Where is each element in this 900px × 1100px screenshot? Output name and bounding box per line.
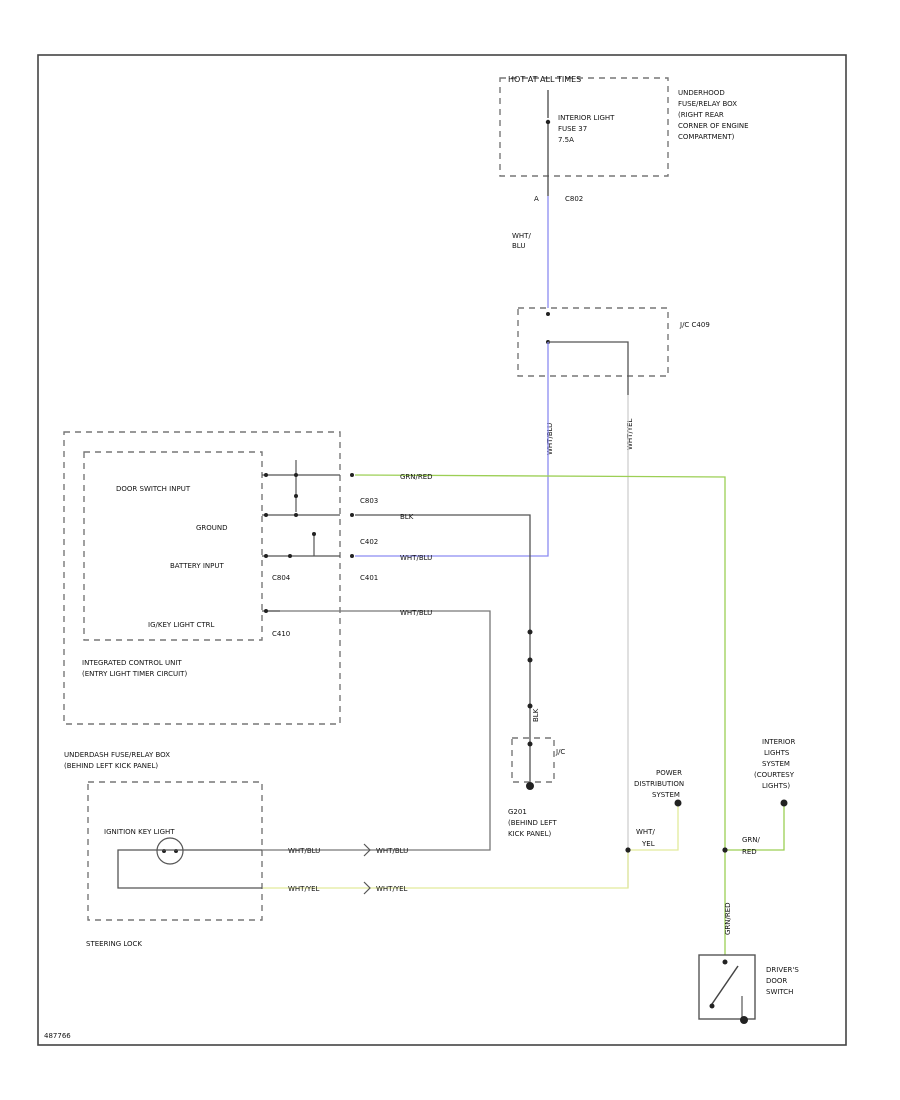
jc-pin-top xyxy=(546,312,550,316)
wht-blu-key-label-b: WHT/BLU xyxy=(376,847,408,855)
door-switch-input-label: DOOR SWITCH INPUT xyxy=(116,485,191,493)
ignition-key-light-label: IGNITION KEY LIGHT xyxy=(104,828,175,836)
grn-red-left-label: GRN/ RED xyxy=(742,836,762,856)
interior-lights-terminal xyxy=(780,799,788,807)
wht-blu-key-label-a: WHT/BLU xyxy=(288,847,320,855)
diagram-frame xyxy=(37,54,847,1046)
jc-label: J/C xyxy=(555,748,565,756)
underdash-box-label: UNDERDASH FUSE/RELAY BOX (BEHIND LEFT KI… xyxy=(64,751,172,770)
wht-yel-wire-lower xyxy=(262,850,629,889)
jc-ground-dot-top xyxy=(527,741,533,747)
blk-splice-mid xyxy=(527,657,533,663)
wht-yel-key-label-a: WHT/YEL xyxy=(288,885,320,893)
connector-c802-label: C802 xyxy=(565,195,583,203)
door-switch-bottom-contact xyxy=(709,1003,715,1009)
wht-blu-igkey-label: WHT/BLU xyxy=(400,609,432,617)
diagram-id: 487766 xyxy=(44,1032,71,1040)
power-distribution-wire xyxy=(628,805,679,851)
ground-label: GROUND xyxy=(196,524,228,532)
wht-yel-pd-label: WHT/ YEL xyxy=(636,828,657,848)
interior-lights-label: INTERIOR LIGHTS SYSTEM (COURTESY LIGHTS) xyxy=(754,738,798,790)
jc-ground-box xyxy=(511,737,555,783)
icu-pin-stubs xyxy=(262,460,340,612)
jc-internal-wire xyxy=(548,341,629,395)
key-light-internal-wire xyxy=(117,849,262,889)
connector-c803-label: C803 xyxy=(360,497,378,505)
power-distribution-label: POWER DISTRIBUTION SYSTEM xyxy=(634,769,686,799)
drivers-door-switch-label: DRIVER'S DOOR SWITCH xyxy=(766,966,801,996)
connector-c402-label: C402 xyxy=(360,538,378,546)
pin-a-label: A xyxy=(534,195,539,203)
wht-blu-vert-label: WHT/BLU xyxy=(546,423,554,455)
blk-label: BLK xyxy=(400,513,414,521)
grn-red-vert-label: GRN/RED xyxy=(724,902,732,935)
ignition-key-light-bulb-icon xyxy=(156,837,184,865)
fuse-icon xyxy=(545,119,551,125)
wht-blu-battery-label: WHT/BLU xyxy=(400,554,432,562)
blk-vert-label: BLK xyxy=(532,708,540,722)
door-switch-top-contact xyxy=(722,959,728,965)
g201-label: G201 (BEHIND LEFT KICK PANEL) xyxy=(508,808,559,838)
ig-key-light-wire xyxy=(262,610,491,851)
blk-ground-wire xyxy=(355,514,531,785)
wht-yel-key-label-b: WHT/YEL xyxy=(376,885,408,893)
connector-pin-dots xyxy=(350,473,354,558)
interior-light-fuse-label: INTERIOR LIGHT FUSE 37 7.5A xyxy=(558,114,617,144)
icu-label: INTEGRATED CONTROL UNIT (ENTRY LIGHT TIM… xyxy=(82,659,187,678)
door-switch-blade-icon xyxy=(711,965,739,1005)
jc-c409-label: J/C C409 xyxy=(679,321,710,329)
underhood-box-label: UNDERHOOD FUSE/RELAY BOX (RIGHT REAR COR… xyxy=(678,89,751,141)
drivers-door-switch-box xyxy=(698,954,756,1020)
blk-splice-upper xyxy=(527,629,533,635)
grn-red-wire xyxy=(354,474,726,955)
interior-lights-wire xyxy=(725,806,785,851)
connector-c410-label: C410 xyxy=(272,630,290,638)
blk-splice-lower xyxy=(527,703,533,709)
splice-wht-yel xyxy=(625,847,631,853)
steering-lock-label: STEERING LOCK xyxy=(86,940,142,948)
wht-blu-top-label: WHT/ BLU xyxy=(512,232,533,250)
underdash-fuse-box xyxy=(87,781,263,921)
power-distribution-terminal xyxy=(674,799,682,807)
key-light-connector-icon xyxy=(363,843,371,857)
grn-red-label: GRN/RED xyxy=(400,473,433,481)
steering-lock-connector-icon xyxy=(363,881,371,895)
connector-c804-label: C804 xyxy=(272,574,291,582)
door-switch-ground-icon xyxy=(740,1016,748,1024)
igkey-light-ctrl-label: IG/KEY LIGHT CTRL xyxy=(148,621,215,629)
ground-g201-icon xyxy=(526,782,534,790)
connector-c401-label: C401 xyxy=(360,574,378,582)
icu-outer-box xyxy=(63,431,341,725)
battery-input-label: BATTERY INPUT xyxy=(170,562,224,570)
icu-pin-dots xyxy=(264,473,316,613)
jc-c409-box xyxy=(517,307,669,377)
hot-at-all-times-label: HOT AT ALL TIMES xyxy=(508,75,581,84)
splice-grn-red xyxy=(722,847,728,853)
icu-inner-box xyxy=(83,451,263,641)
wht-yel-vert-label: WHT/YEL xyxy=(626,418,634,450)
wht-blu-wire-battery xyxy=(355,342,549,557)
